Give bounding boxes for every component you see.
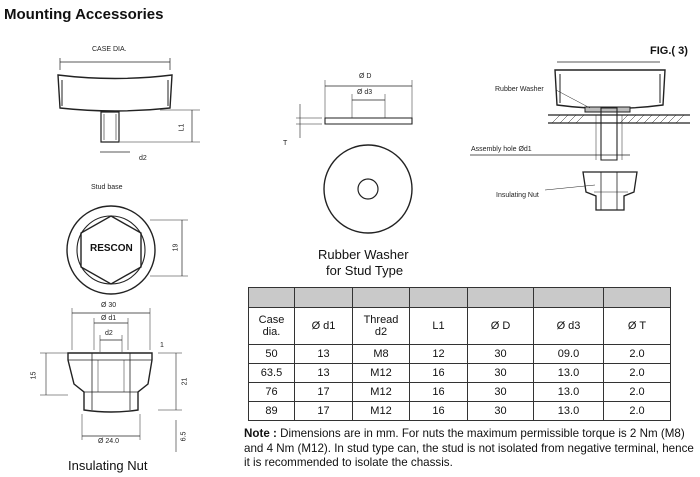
d2-label: d2 (139, 155, 147, 162)
assembly-drawing (470, 62, 690, 210)
nut-dim-1-label: 1 (160, 342, 164, 349)
table-cell: 12 (409, 344, 468, 364)
washer-t-label: T (283, 140, 288, 147)
shade-cell (467, 287, 534, 308)
nut-d1-label: Ø d1 (101, 315, 117, 322)
table-cell: 16 (409, 363, 468, 383)
table-cell: 13.0 (533, 401, 604, 421)
note-text: Dimensions are in mm. For nuts the maxim… (244, 427, 694, 469)
table-cell: 2.0 (603, 344, 671, 364)
stud-can-drawing (58, 58, 200, 152)
table-cell: 13.0 (533, 363, 604, 383)
rubber-washer-drawing (296, 80, 412, 233)
nut-dim-21-label: 21 (181, 377, 189, 386)
shade-cell (409, 287, 468, 308)
table-cell: M8 (352, 344, 410, 364)
shade-cell (352, 287, 410, 308)
table-cell: 09.0 (533, 344, 604, 364)
note-label: Note : (244, 427, 277, 440)
stud-base-drawing (67, 206, 188, 294)
table-row: 89 17 M12 16 30 13.0 2.0 (248, 401, 671, 421)
assembly-hole-callout: Assembly hole Ød1 (471, 146, 532, 153)
table-cell: 76 (248, 382, 295, 402)
table-cell: 2.0 (603, 382, 671, 402)
table-cell: 16 (409, 382, 468, 402)
table-cell: 50 (248, 344, 295, 364)
table-cell: 16 (409, 401, 468, 421)
table-row: 50 13 M8 12 30 09.0 2.0 (248, 344, 671, 364)
case-dia-label: CASE DIA. (92, 46, 127, 53)
table-cell: 13 (294, 344, 353, 364)
table-cell: 30 (467, 363, 534, 383)
washer-caption-line2: for Stud Type (326, 263, 404, 278)
washer-caption-line1: Rubber Washer (318, 247, 409, 262)
header-d1: Ø d1 (294, 307, 353, 345)
header-d: Ø D (467, 307, 534, 345)
table-cell: 13 (294, 363, 353, 383)
table-cell: M12 (352, 363, 410, 383)
table-cell: M12 (352, 382, 410, 402)
table-cell: 13.0 (533, 382, 604, 402)
header-d3: Ø d3 (533, 307, 604, 345)
shade-cell (248, 287, 295, 308)
nut-d30-label: Ø 30 (101, 302, 117, 309)
figure-label: FIG.( 3) (650, 45, 688, 57)
l1-label: L1 (178, 123, 186, 132)
table-cell: M12 (352, 401, 410, 421)
washer-d3-label: Ø d3 (357, 89, 373, 96)
table-row: 76 17 M12 16 30 13.0 2.0 (248, 382, 671, 402)
washer-d-label: Ø D (359, 73, 372, 80)
insulating-nut-drawing (40, 308, 182, 452)
table-cell: 89 (248, 401, 295, 421)
page-title: Mounting Accessories (4, 6, 164, 23)
table-cell: 17 (294, 401, 353, 421)
note-paragraph: Note : Dimensions are in mm. For nuts th… (244, 427, 698, 471)
nut-dim-15-label: 15 (30, 371, 38, 380)
table-cell: 30 (467, 401, 534, 421)
table-cell: 2.0 (603, 363, 671, 383)
shade-cell (533, 287, 604, 308)
stud-base-label: Stud base (91, 184, 123, 191)
shade-cell (294, 287, 353, 308)
rescon-logo-text: RESCON (90, 243, 133, 254)
table-cell: 2.0 (603, 401, 671, 421)
nut-dim-65-label: 6.5 (180, 431, 188, 442)
table-cell: 63.5 (248, 363, 295, 383)
nut-d240-label: Ø 24.0 (98, 438, 120, 445)
rubber-washer-callout: Rubber Washer (495, 86, 544, 93)
table-cell: 30 (467, 344, 534, 364)
shade-cell (603, 287, 671, 308)
table-shaded-row (248, 287, 671, 308)
header-l1: L1 (409, 307, 468, 345)
table-cell: 30 (467, 382, 534, 402)
dim-19-label: 19 (172, 243, 180, 252)
insulating-nut-callout: Insulating Nut (496, 192, 539, 199)
nut-caption: Insulating Nut (68, 458, 148, 473)
table-cell: 17 (294, 382, 353, 402)
table-row: 63.5 13 M12 16 30 13.0 2.0 (248, 363, 671, 383)
nut-d2-label: d2 (105, 330, 113, 337)
header-t: Ø T (603, 307, 671, 345)
